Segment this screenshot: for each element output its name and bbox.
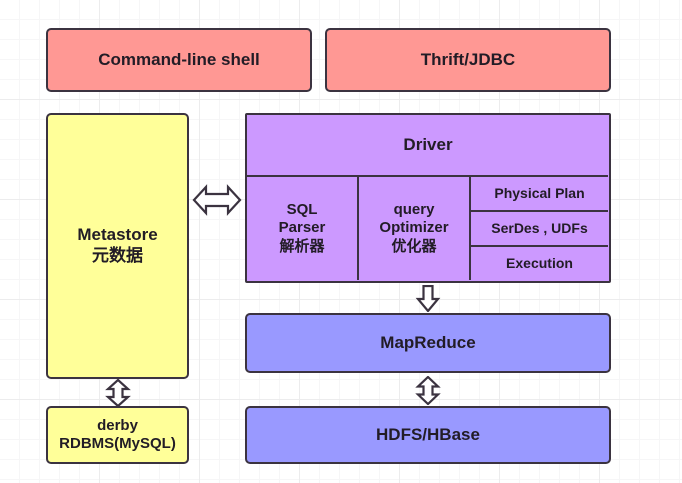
node-serdes-udfs-label: SerDes , UDFs <box>491 219 588 236</box>
node-query-optimizer-label-1: query <box>393 201 435 219</box>
node-physical-plan[interactable]: Physical Plan <box>469 175 608 210</box>
node-query-optimizer[interactable]: query Optimizer 优化器 <box>357 175 469 280</box>
node-command-line-shell-label: Command-line shell <box>98 49 260 69</box>
node-sql-parser[interactable]: SQL Parser 解析器 <box>247 175 357 280</box>
node-derby-rdbms[interactable]: derby RDBMS(MySQL) <box>46 406 189 464</box>
node-serdes-udfs[interactable]: SerDes , UDFs <box>469 210 608 245</box>
node-mapreduce[interactable]: MapReduce <box>245 313 611 373</box>
node-metastore[interactable]: Metastore 元数据 <box>46 113 189 379</box>
node-query-optimizer-label-2: Optimizer <box>379 219 449 237</box>
node-hdfs-hbase-label: HDFS/HBase <box>376 424 480 444</box>
node-metastore-label-en: Metastore <box>77 225 158 245</box>
arrow-driver-mapreduce-icon <box>415 285 441 312</box>
node-sql-parser-label-1: SQL <box>286 201 318 219</box>
node-thrift-jdbc-label: Thrift/JDBC <box>420 49 516 69</box>
node-rdbms-label: RDBMS(MySQL) <box>59 435 176 452</box>
node-driver-container[interactable]: Driver SQL Parser 解析器 query Optimizer 优化… <box>245 113 611 283</box>
node-sql-parser-label-2: Parser <box>278 219 326 237</box>
node-hdfs-hbase[interactable]: HDFS/HBase <box>245 406 611 464</box>
node-mapreduce-label: MapReduce <box>380 332 476 352</box>
node-metastore-label-zh: 元数据 <box>92 246 143 265</box>
node-command-line-shell[interactable]: Command-line shell <box>46 28 312 92</box>
node-driver-label: Driver <box>403 134 453 154</box>
node-sql-parser-label-3: 解析器 <box>279 237 325 255</box>
arrow-mapreduce-hdfs-icon <box>415 376 441 405</box>
node-execution[interactable]: Execution <box>469 245 608 280</box>
node-query-optimizer-label-3: 优化器 <box>391 237 437 255</box>
node-thrift-jdbc[interactable]: Thrift/JDBC <box>325 28 611 92</box>
node-driver-header[interactable]: Driver <box>247 115 609 175</box>
arrow-metastore-derby-icon <box>105 379 131 407</box>
arrow-metastore-driver-icon <box>192 184 242 216</box>
node-physical-plan-label: Physical Plan <box>494 184 585 201</box>
node-derby-label: derby <box>97 416 138 434</box>
node-execution-label: Execution <box>506 254 573 271</box>
